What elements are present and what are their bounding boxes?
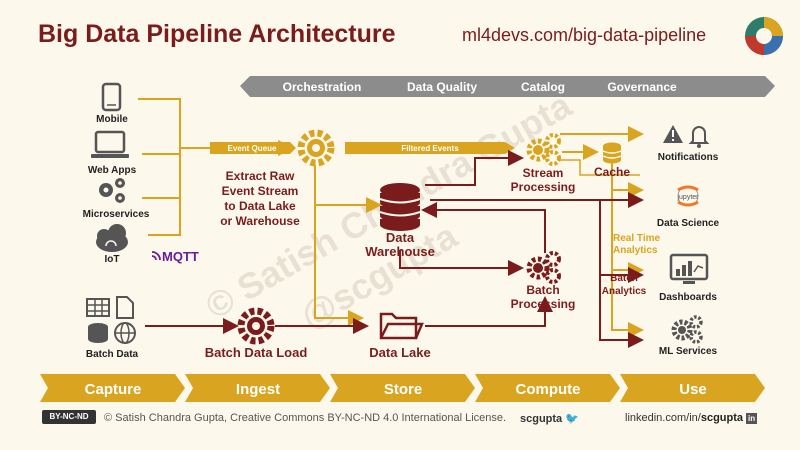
event-processor-gear-icon xyxy=(297,129,335,167)
data-science-label: Data Science xyxy=(657,218,720,229)
batch-processing-gears-icon xyxy=(526,251,561,284)
stage-use xyxy=(620,374,765,402)
batch-processing-label-2: Processing xyxy=(511,297,576,311)
mobile-label: Mobile xyxy=(96,114,128,125)
stream-processing-label-2: Processing xyxy=(511,180,576,194)
dashboards-icon xyxy=(669,253,709,284)
stage-store xyxy=(330,374,475,402)
batch-data-load-label: Batch Data Load xyxy=(205,345,308,360)
linkedin-user: scgupta xyxy=(700,412,744,424)
mobile-icon xyxy=(101,82,122,112)
footer: BY-NC-ND © Satish Chandra Gupta, Creativ… xyxy=(0,404,800,432)
twitter-handle[interactable]: scgupta 🐦 xyxy=(520,412,579,425)
twitter-icon: 🐦 xyxy=(565,413,579,425)
stage-ingest-label: Ingest xyxy=(236,381,280,398)
data-warehouse-icon xyxy=(379,183,421,231)
event-queue-banner xyxy=(210,142,296,154)
batch-analytics-label-2: Analytics xyxy=(602,286,647,297)
mqtt-icon xyxy=(151,251,161,261)
extract-raw-label-2: Event Stream xyxy=(222,184,299,198)
mqtt-label: MQTT xyxy=(162,249,199,264)
data-lake-folder-icon xyxy=(379,312,424,340)
microservices-label: Microservices xyxy=(83,209,150,220)
batch-processing-label-1: Batch xyxy=(526,283,559,297)
linkedin-link[interactable]: linkedin.com/in/scgupta in xyxy=(625,412,758,424)
filtered-events-label: Filtered Events xyxy=(401,144,459,153)
governance-governance: Governance xyxy=(607,80,677,94)
dashboards-label: Dashboards xyxy=(659,292,717,303)
real-time-analytics-label-1: Real Time xyxy=(613,233,660,244)
batch-analytics-label-1: Batch xyxy=(610,273,638,284)
cache-icon xyxy=(602,142,622,164)
ml-services-gears-icon xyxy=(671,315,703,344)
stage-store-label: Store xyxy=(384,381,422,398)
extract-raw-label-3: to Data Lake xyxy=(224,199,296,213)
batch-data-load-gear-icon xyxy=(237,307,275,345)
notifications-warning-icon xyxy=(663,125,683,143)
cache-label: Cache xyxy=(594,165,630,179)
stream-processing-gears-icon xyxy=(526,133,561,166)
header-url[interactable]: ml4devs.com/big-data-pipeline xyxy=(462,25,707,45)
microservices-icon xyxy=(99,178,125,203)
extract-raw-label-4: or Warehouse xyxy=(220,214,300,228)
jupyter-label: jupyter xyxy=(676,194,699,201)
notifications-label: Notifications xyxy=(658,152,719,163)
linkedin-prefix: linkedin.com/in/ xyxy=(625,412,701,424)
governance-bar xyxy=(240,76,775,97)
batch-data-icon xyxy=(86,296,136,344)
stage-capture-label: Capture xyxy=(85,381,142,398)
cc-badge-label: BY-NC-ND xyxy=(49,412,89,421)
data-warehouse-label-1: Data xyxy=(386,230,415,245)
batch-data-label: Batch Data xyxy=(86,349,139,360)
stage-chevrons xyxy=(40,374,765,402)
stream-processing-label-1: Stream xyxy=(523,166,564,180)
governance-orchestration: Orchestration xyxy=(283,80,362,94)
cc-license-badge[interactable]: BY-NC-ND xyxy=(42,410,96,424)
stage-capture xyxy=(40,374,185,402)
license-text: © Satish Chandra Gupta, Creative Commons… xyxy=(104,412,507,424)
logo-icon xyxy=(745,17,783,55)
stage-compute xyxy=(475,374,620,402)
data-warehouse-label-2: Warehouse xyxy=(365,244,435,259)
notifications-bell-icon xyxy=(688,126,710,148)
page-title: Big Data Pipeline Architecture xyxy=(38,20,396,48)
stage-use-label: Use xyxy=(679,381,707,398)
web-apps-label: Web Apps xyxy=(88,165,137,176)
governance-data-quality: Data Quality xyxy=(407,80,477,94)
ml-services-label: ML Services xyxy=(659,346,718,357)
web-apps-icon xyxy=(91,130,129,158)
data-lake-label: Data Lake xyxy=(369,345,430,360)
linkedin-icon: in xyxy=(746,413,758,424)
extract-raw-label-1: Extract Raw xyxy=(226,169,295,183)
twitter-handle-label: scgupta xyxy=(520,413,563,425)
event-queue-label: Event Queue xyxy=(228,144,277,153)
real-time-analytics-label-2: Analytics xyxy=(613,245,658,256)
stage-ingest xyxy=(185,374,330,402)
stage-compute-label: Compute xyxy=(516,381,581,398)
iot-icon xyxy=(96,224,128,252)
filtered-events-banner xyxy=(345,142,515,154)
governance-catalog: Catalog xyxy=(521,80,565,94)
iot-label: IoT xyxy=(105,254,120,265)
jupyter-icon xyxy=(677,185,699,207)
